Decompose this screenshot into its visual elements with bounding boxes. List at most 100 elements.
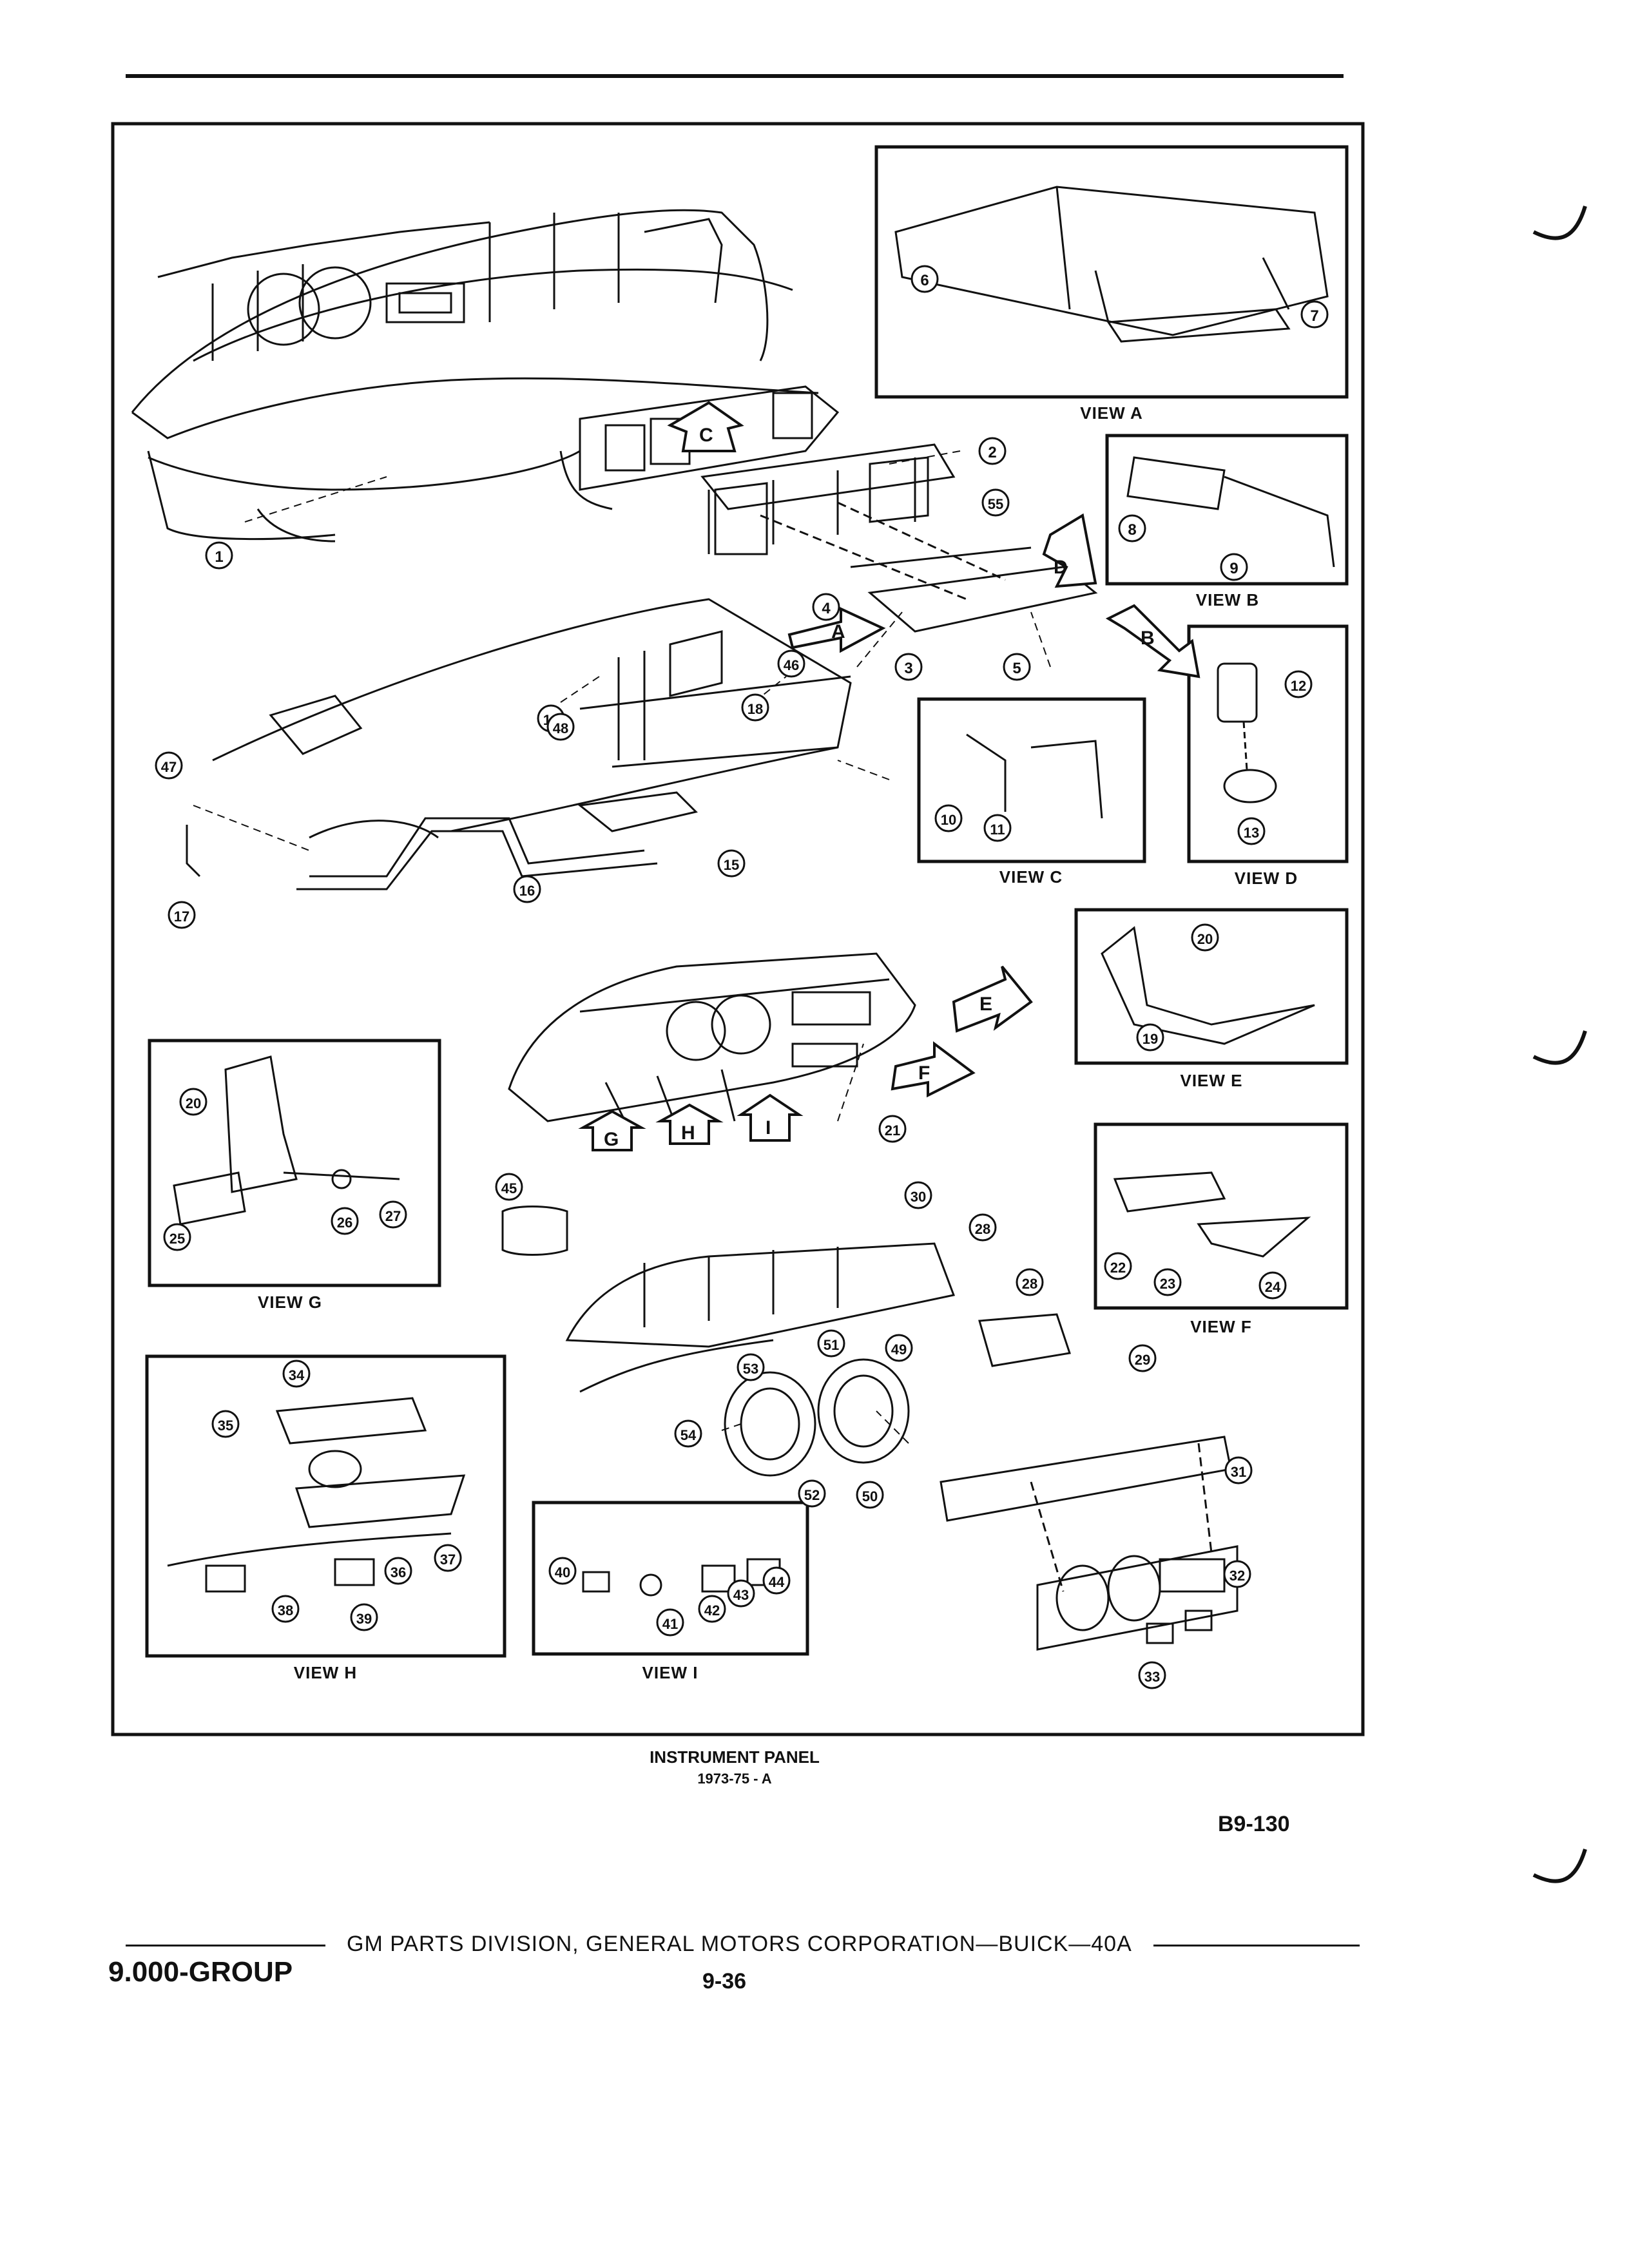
view-d-frame [1187,624,1349,863]
callout-15: 15 [717,849,746,878]
callout-20b: 20 [179,1088,207,1116]
callout-26: 26 [331,1207,359,1235]
arrow-i: I [737,1093,804,1142]
svg-text:16: 16 [519,883,535,899]
callout-46: 46 [777,649,805,678]
callout-22: 22 [1104,1252,1132,1280]
callout-50: 50 [856,1481,884,1509]
svg-text:19: 19 [1142,1031,1158,1047]
callout-9: 9 [1220,553,1248,581]
callout-29: 29 [1128,1344,1157,1372]
callout-55: 55 [981,488,1010,517]
svg-text:49: 49 [891,1341,907,1358]
svg-text:2: 2 [988,444,996,461]
svg-text:7: 7 [1310,307,1318,325]
cluster-assembly [508,952,916,1135]
callout-44: 44 [762,1566,791,1595]
svg-text:22: 22 [1110,1260,1126,1276]
svg-text:20: 20 [186,1095,201,1111]
svg-text:44: 44 [769,1574,785,1590]
svg-text:48: 48 [553,720,568,736]
svg-text:28: 28 [975,1221,990,1237]
view-i-frame [532,1501,809,1656]
callout-8: 8 [1118,514,1146,543]
callout-32: 32 [1223,1560,1251,1588]
svg-text:15: 15 [724,857,739,873]
view-h-frame [145,1354,506,1658]
view-labels: VIEW A VIEW B VIEW C VIEW D VIEW E VIEW … [258,403,1297,1682]
svg-text:25: 25 [169,1231,185,1247]
svg-text:42: 42 [704,1602,720,1619]
callout-24: 24 [1258,1271,1287,1300]
callout-40: 40 [548,1557,577,1585]
svg-text:8: 8 [1128,521,1136,539]
svg-text:18: 18 [747,701,763,717]
svg-text:43: 43 [733,1587,749,1603]
callout-31: 31 [1224,1456,1253,1485]
arrow-e: E [952,965,1033,1033]
callout-48: 48 [546,713,575,741]
callout-3: 3 [894,653,923,681]
callout-49: 49 [885,1334,913,1362]
callout-33: 33 [1138,1661,1166,1689]
svg-text:55: 55 [988,496,1003,512]
svg-text:10: 10 [941,812,956,828]
arrow-d-letter: D [1054,557,1068,578]
view-a-label: VIEW A [1080,403,1142,423]
callout-47: 47 [155,751,183,780]
callout-12: 12 [1284,670,1313,698]
svg-text:24: 24 [1265,1279,1281,1295]
diagram-frame [111,122,1365,1736]
arrow-a: A [787,606,886,653]
arrow-d: D [1042,513,1097,588]
svg-text:34: 34 [289,1367,305,1383]
arrow-b: B [1105,604,1200,678]
callout-19: 19 [1136,1023,1164,1052]
binder-marks [1532,206,1587,1883]
svg-text:33: 33 [1144,1669,1160,1685]
svg-text:54: 54 [680,1427,697,1443]
view-e-label: VIEW E [1180,1071,1242,1090]
svg-text:9: 9 [1229,560,1238,577]
footer-rule-right [1153,1945,1360,1946]
svg-text:46: 46 [784,657,799,673]
svg-text:28: 28 [1022,1276,1037,1292]
callout-35: 35 [211,1410,240,1438]
arrow-g-letter: G [604,1129,619,1150]
svg-text:31: 31 [1231,1464,1246,1480]
center-support-assembly [186,598,852,890]
callout-18: 18 [741,693,769,722]
arrow-f: F [891,1041,976,1098]
svg-text:38: 38 [278,1602,293,1619]
arrow-e-letter: E [979,994,992,1015]
callout-27: 27 [379,1200,407,1229]
callout-bubbles: 1 2 3 4 5 6 7 8 9 10 11 12 13 14 15 16 1… [155,265,1329,1689]
callout-20a: 20 [1191,923,1219,952]
svg-text:12: 12 [1291,678,1306,694]
view-f-label: VIEW F [1190,1317,1252,1336]
callout-6: 6 [911,265,939,293]
footer-page-number: 9-36 [702,1969,747,1994]
arrow-i-letter: I [766,1117,771,1139]
figure-code: B9-130 [1218,1812,1290,1836]
view-g-label: VIEW G [258,1293,322,1312]
svg-text:47: 47 [161,759,177,775]
callout-23: 23 [1153,1268,1182,1296]
callout-13: 13 [1237,817,1266,845]
callout-28b: 28 [1016,1268,1044,1296]
arrow-c-letter: C [699,425,713,446]
svg-text:11: 11 [990,822,1005,838]
view-b-frame [1105,434,1349,586]
svg-text:3: 3 [904,660,912,677]
svg-text:30: 30 [911,1189,926,1205]
arrow-f-letter: F [918,1062,930,1084]
svg-text:17: 17 [174,908,189,925]
cluster-exploded-assembly [501,1206,1239,1651]
diagram-subtitle: 1973-75 - A [697,1771,772,1787]
callout-52: 52 [798,1479,826,1508]
callout-25: 25 [163,1223,191,1251]
footer-rule-left [126,1945,325,1946]
arrow-g: G [578,1110,646,1151]
view-h-label: VIEW H [294,1663,357,1682]
